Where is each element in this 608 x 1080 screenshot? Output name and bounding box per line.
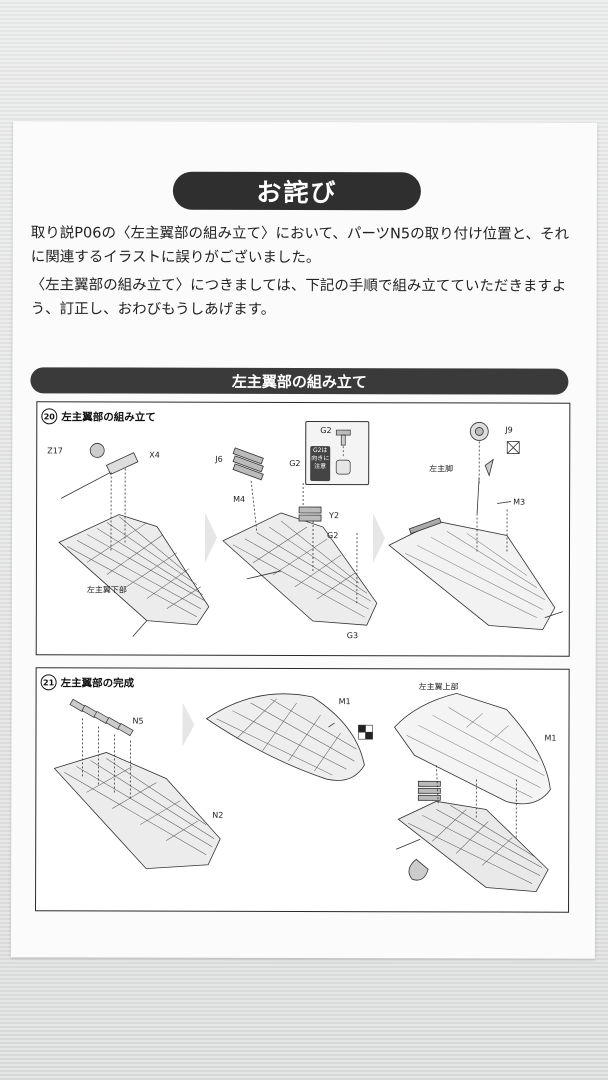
label-y2: Y2 (329, 511, 340, 521)
notice-paragraph-2: 〈左主翼部の組み立て〉につきましては、下記の手順で組み立てていただきますよう、訂… (30, 277, 567, 318)
notice-title: お詫び (172, 171, 421, 211)
step-20-illustration (58, 422, 563, 637)
label-z17: Z17 (47, 446, 63, 456)
checker-box (358, 724, 373, 740)
callout-part-drawing (335, 429, 351, 475)
step-arrow-3 (182, 702, 195, 747)
wing-assembly-2-drawing (222, 447, 378, 626)
label-x4: X4 (149, 450, 160, 460)
label-upper-wing: 左主翼上部 (418, 682, 459, 692)
label-m4: M4 (233, 494, 246, 504)
wing-c-lower-drawing (396, 765, 549, 893)
step-21-illustration (53, 692, 551, 893)
step-20-panel: 20 左主翼部の組み立て (35, 401, 571, 657)
label-m3: M3 (513, 497, 526, 507)
label-g2-second: G2 (326, 531, 339, 541)
label-g2: G2 (289, 458, 301, 468)
wing-assembly-3-drawing (388, 422, 563, 631)
label-g3: G3 (346, 631, 359, 641)
step-arrow-2 (372, 513, 386, 564)
wing-a-drawing (53, 698, 221, 869)
label-m1: M1 (338, 697, 351, 707)
j9-cross-box (506, 441, 520, 454)
step-21-panel: 21 左主翼部の完成 (35, 667, 570, 913)
step-arrow-1 (204, 512, 218, 563)
instruction-sheet: お詫び 取り説P06の〈左主翼部の組み立て〉において、パーツN5の取り付け位置と… (10, 121, 598, 959)
section-title: 左主翼部の組み立て (30, 367, 569, 395)
label-n5: N5 (132, 716, 144, 726)
label-j6: J6 (215, 454, 223, 464)
notice-paragraph-1: 取り説P06の〈左主翼部の組み立て〉において、パーツN5の取り付け位置と、それに… (30, 225, 570, 267)
g2-orientation-callout: G2 G2は向きに注意 (305, 421, 370, 486)
label-left-wheel: 左主脚 (429, 464, 454, 474)
lower-wing-drawing (58, 514, 210, 637)
label-lower-wing: 左主翼下部 (86, 585, 127, 595)
wheel-strut-drawing (60, 443, 139, 553)
label-n2: N2 (212, 810, 224, 820)
wing-b-drawing (205, 693, 365, 781)
wing-c-drawing (393, 692, 551, 805)
label-j9: J9 (505, 425, 513, 435)
label-m1-second: M1 (544, 733, 557, 743)
